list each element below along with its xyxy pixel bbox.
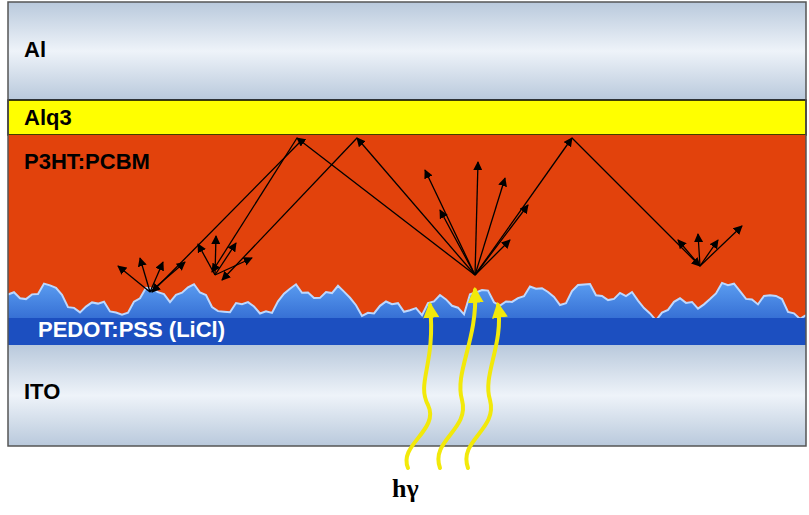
layer-label: PEDOT:PSS (LiCl): [38, 318, 225, 342]
surface-edge: [8, 283, 806, 321]
al-layer: [8, 2, 806, 100]
device-frame: [8, 2, 806, 446]
active-band: P3HT:PCBM: [24, 150, 150, 174]
electrode-band: Al: [24, 38, 46, 62]
buffer-band: Alq3: [24, 106, 72, 130]
pedot-layer: [8, 283, 806, 345]
hole-transport-band: PEDOT:PSS (LiCl): [38, 318, 225, 342]
ito-layer: [8, 345, 806, 446]
active-layer: [8, 135, 806, 345]
pedot-surface: [8, 283, 806, 345]
alq3-layer: [8, 100, 806, 135]
light-rays: [118, 138, 742, 292]
incident-light: [406, 290, 499, 468]
photon-label: hγ: [392, 474, 419, 504]
layer-label: P3HT:PCBM: [24, 150, 150, 174]
layer-label: Alq3: [24, 106, 72, 130]
electrode-band: ITO: [24, 380, 60, 404]
pedot-base: [8, 318, 806, 345]
layer-label: ITO: [24, 380, 60, 404]
layer-label: Al: [24, 38, 46, 62]
